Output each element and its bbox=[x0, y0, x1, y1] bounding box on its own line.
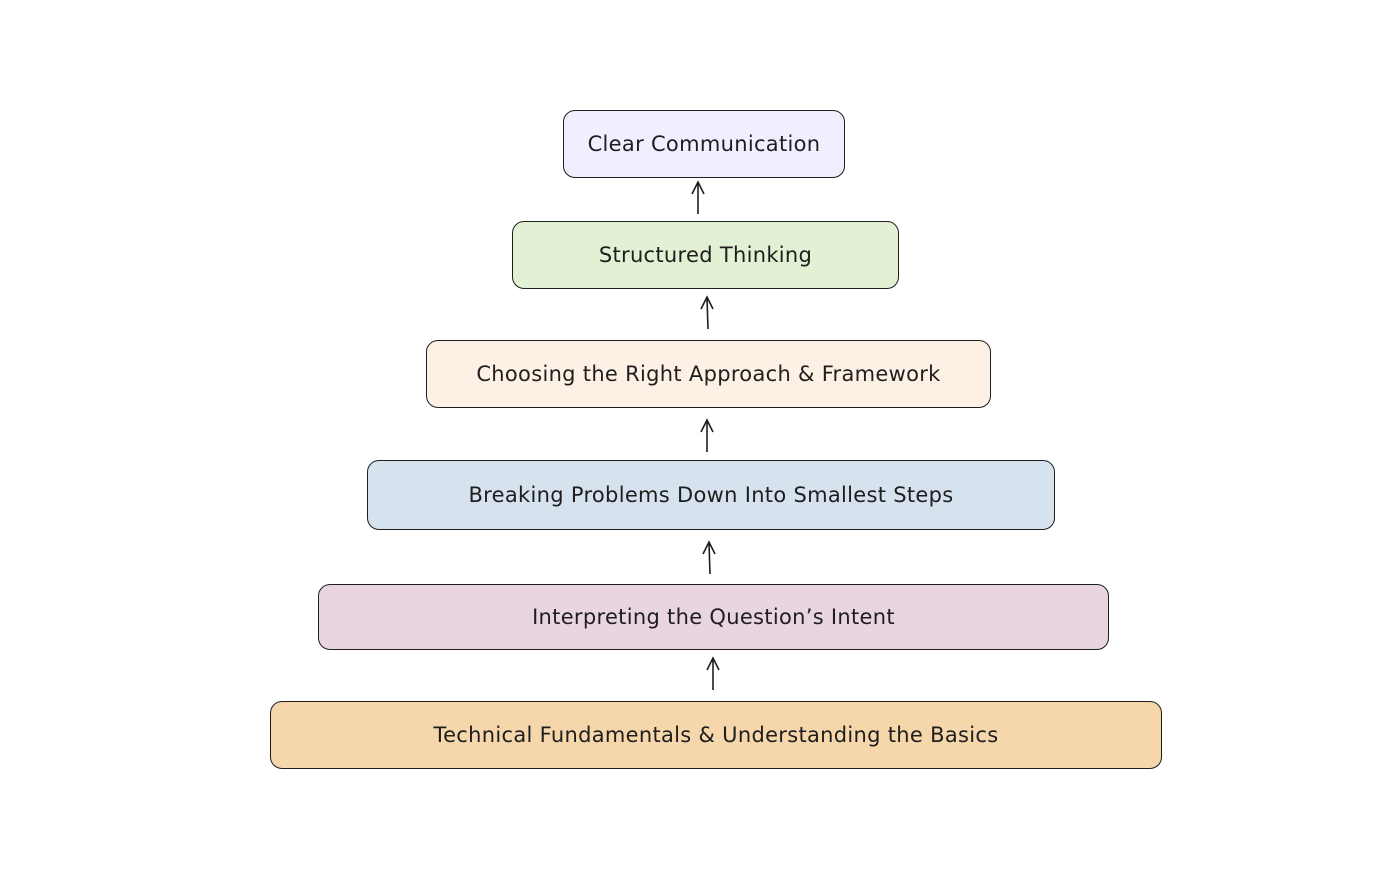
level-technical-fundamentals: Technical Fundamentals & Understanding t… bbox=[270, 701, 1162, 769]
level-label: Interpreting the Question’s Intent bbox=[532, 605, 895, 629]
level-interpreting-intent: Interpreting the Question’s Intent bbox=[318, 584, 1109, 650]
arrow-up-icon bbox=[697, 295, 717, 331]
arrow-up-icon bbox=[697, 418, 717, 454]
level-clear-communication: Clear Communication bbox=[563, 110, 845, 178]
level-label: Technical Fundamentals & Understanding t… bbox=[433, 723, 999, 747]
arrow-up-icon bbox=[699, 540, 719, 576]
level-label: Choosing the Right Approach & Framework bbox=[476, 362, 941, 386]
arrow-up-icon bbox=[688, 180, 708, 216]
level-choosing-approach: Choosing the Right Approach & Framework bbox=[426, 340, 991, 408]
level-label: Structured Thinking bbox=[598, 243, 813, 267]
level-label: Breaking Problems Down Into Smallest Ste… bbox=[468, 483, 954, 507]
level-structured-thinking: Structured Thinking bbox=[512, 221, 899, 289]
level-label: Clear Communication bbox=[587, 132, 821, 156]
level-breaking-problems: Breaking Problems Down Into Smallest Ste… bbox=[367, 460, 1055, 530]
arrow-up-icon bbox=[703, 656, 723, 692]
